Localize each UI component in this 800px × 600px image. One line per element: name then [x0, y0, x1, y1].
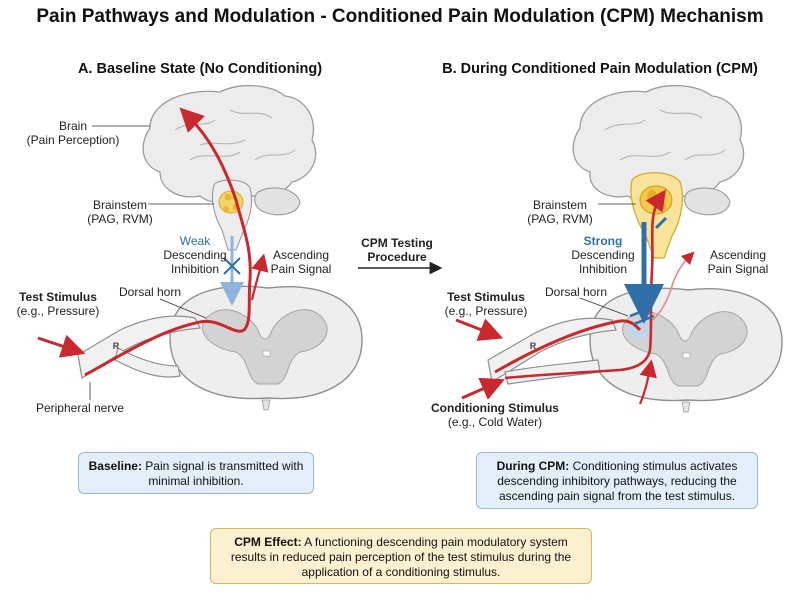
panelA-note-text: Pain signal is transmitted with minimal … [141, 459, 304, 488]
panelB-descending-text: Descending [571, 248, 635, 262]
panelA-ascending-arrow [250, 253, 269, 301]
panelB-descending-arrow-2 [654, 216, 668, 230]
panelB-spinal-cord [589, 287, 783, 413]
panelA-graphics [37, 84, 363, 411]
panelB-note-text: Conditioning stimulus activates descendi… [497, 459, 738, 503]
panelA-brain-text: Brain [58, 119, 87, 133]
panelA-spinal-cord [169, 285, 363, 411]
panelA-title: A. Baseline State (No Conditioning) [77, 61, 323, 77]
panelA-brain [142, 84, 317, 251]
panelB-inhibition-label: Strong Descending Inhibition [566, 234, 640, 276]
panelB-block-bars [629, 306, 655, 326]
panelA-note-bold: Baseline: [88, 459, 142, 473]
panelA-block-x-icon [223, 257, 241, 275]
panelA-descending-text: Descending [163, 248, 227, 262]
panelA-test-stimulus-sub-text: (e.g., Pressure) [16, 304, 100, 318]
panelB-test-stimulus-sub-text: (e.g., Pressure) [444, 304, 528, 318]
panelB-brainstem-text: Brainstem [532, 198, 588, 212]
panelA-brain-label: Brain (Pain Perception) [8, 119, 138, 147]
cpm-procedure-line2: Procedure [367, 250, 427, 264]
panelB-conditioning-pathway [504, 189, 666, 380]
panelB-ascending-text: Ascending [709, 248, 767, 262]
panelB-nerve-letter: R [529, 341, 537, 351]
panelA-test-stimulus-arrow [37, 334, 86, 358]
cpm-effect-bold: CPM Effect: [234, 535, 302, 549]
cpm-procedure-label: CPM Testing Procedure [352, 236, 442, 264]
cpm-effect-text: A functioning descending pain modulatory… [230, 535, 572, 579]
panelB-test-stimulus-text: Test Stimulus [447, 290, 525, 304]
cpm-procedure-line1: CPM Testing [361, 236, 433, 250]
panelB-test-stimulus-arrow [455, 318, 504, 341]
panelB-brainstem-sub-text: (PAG, RVM) [527, 212, 593, 226]
panelB-conditioning-label: Conditioning Stimulus (e.g., Cold Water) [420, 401, 570, 429]
page-title: Pain Pathways and Modulation - Condition… [36, 6, 764, 27]
panelA-ascending-label: Ascending Pain Signal [258, 248, 344, 276]
panelA-pain-pathway [84, 107, 252, 377]
cpm-effect-box: CPM Effect: A functioning descending pai… [210, 528, 592, 584]
panelA-dorsal-leader [159, 298, 207, 319]
panelB-conditioning-sub-text: (e.g., Cold Water) [447, 415, 543, 429]
panelB-dorsal-horn-label: Dorsal horn [544, 285, 608, 299]
panelA-brainstem-label: Brainstem (PAG, RVM) [80, 198, 160, 226]
panelA-dorsal-horn-label: Dorsal horn [118, 285, 182, 299]
panelA-peripheral-nerve-label: Peripheral nerve [35, 401, 125, 415]
panelA-test-stimulus-text: Test Stimulus [19, 290, 97, 304]
panelA-nerve-letter: R [112, 341, 120, 351]
panelB-pain-signal-text: Pain Signal [707, 262, 769, 276]
panelB-brain [572, 84, 745, 259]
panelB-note-bold: During CPM: [496, 459, 570, 473]
panelA-brainstem-sub-text: (PAG, RVM) [87, 212, 153, 226]
panelB-dorsal-leader [579, 297, 629, 317]
panelB-note: During CPM: Conditioning stimulus activa… [476, 452, 758, 509]
panelB-conditioning-text: Conditioning Stimulus [431, 401, 559, 415]
panelA-brainstem-text: Brainstem [92, 198, 148, 212]
panelA-test-stimulus-label: Test Stimulus (e.g., Pressure) [8, 290, 108, 318]
panelA-pain-signal-text: Pain Signal [270, 262, 332, 276]
panelB-inhibition-text: Inhibition [578, 262, 628, 276]
panelA-weak-text: Weak [179, 234, 211, 248]
panelA-note: Baseline: Pain signal is transmitted wit… [78, 452, 314, 494]
panelB-brainstem-label: Brainstem (PAG, RVM) [520, 198, 600, 226]
panelB-conditioning-arrow [461, 377, 505, 400]
panelB-conditioning-input-arrow [638, 359, 657, 405]
panelA-inhibition-label: Weak Descending Inhibition [160, 234, 230, 276]
panelA-ascending-text: Ascending [272, 248, 330, 262]
panelB-title: B. During Conditioned Pain Modulation (C… [442, 61, 758, 77]
panelB-strong-text: Strong [583, 234, 623, 248]
panelB-graphics [455, 84, 783, 413]
panelA-inhibition-text: Inhibition [170, 262, 220, 276]
panelA-brain-sub-text: (Pain Perception) [26, 133, 120, 147]
panelB-test-stimulus-label: Test Stimulus (e.g., Pressure) [436, 290, 536, 318]
panelB-ascending-label: Ascending Pain Signal [696, 248, 780, 276]
